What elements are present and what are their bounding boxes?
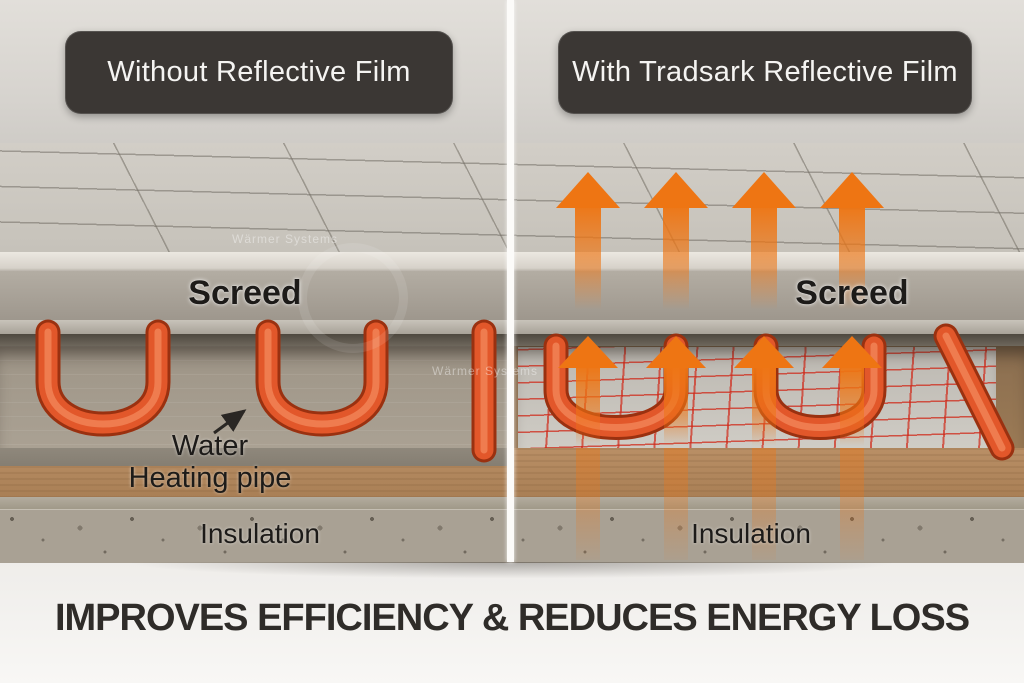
screed-label-left: Screed xyxy=(188,274,302,312)
floor-drop-shadow xyxy=(0,562,1024,584)
insulation-label-left: Insulation xyxy=(200,518,320,549)
headline: IMPROVES EFFICIENCY & REDUCES ENERGY LOS… xyxy=(54,597,970,639)
badge-without-film: Without Reflective Film xyxy=(65,31,453,114)
badge-with-film: With Tradsark Reflective Film xyxy=(558,31,972,114)
heat-trace-icon xyxy=(752,448,776,560)
water-heating-pipe-label: Water Heating pipe xyxy=(100,430,320,494)
heat-trace-icon xyxy=(576,448,600,560)
water-heating-pipe-label-line2: Heating pipe xyxy=(128,462,292,494)
reflective-film-mesh xyxy=(518,347,996,451)
subfloor-strip-left xyxy=(0,448,514,466)
watermark-text: Wärmer Systems xyxy=(232,232,339,246)
badge-with-film-label: With Tradsark Reflective Film xyxy=(572,56,958,88)
watermark-circle xyxy=(298,243,408,353)
panel-divider xyxy=(507,0,514,562)
badge-without-film-label: Without Reflective Film xyxy=(107,56,411,88)
heat-trace-icon xyxy=(664,448,688,560)
heat-trace-icon xyxy=(840,448,864,560)
insulation-label-right: Insulation xyxy=(691,518,811,549)
bottom-background xyxy=(0,562,1024,683)
watermark-text: Wärmer Systems xyxy=(432,364,539,378)
water-heating-pipe-label-line1: Water xyxy=(171,430,249,462)
screed-label-right: Screed xyxy=(795,274,909,312)
